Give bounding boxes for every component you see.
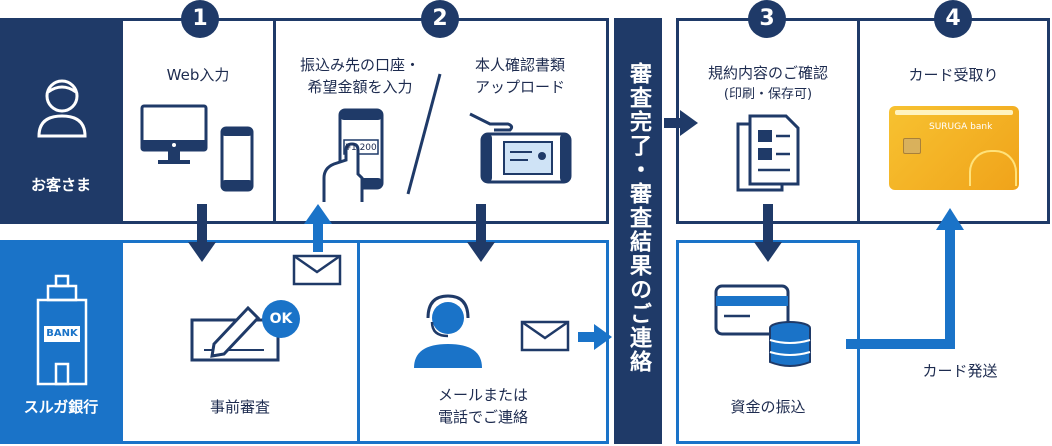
- step2a-label-line1: 振込み先の口座・: [299, 56, 420, 74]
- credit-card-image: SURUGA bank: [889, 106, 1019, 190]
- bank-row-header: BANK スルガ銀行: [0, 240, 122, 444]
- transfer-card-coins-icon: [714, 284, 811, 367]
- arrow-contact-to-divider: [578, 324, 612, 350]
- mail-icon-review: [292, 254, 342, 286]
- smartphone-icon: [220, 126, 254, 192]
- arrow-transfer-to-card: [846, 208, 964, 349]
- step2a-label-line2: 希望金額を入力: [307, 78, 413, 96]
- step4-label: カード受取り: [908, 66, 999, 84]
- step3-number: 3: [748, 0, 786, 38]
- arrow-web-to-review: [188, 204, 216, 262]
- card-brand-text: SURUGA bank: [929, 122, 993, 132]
- id-upload-tablet-icon: [469, 112, 572, 184]
- ok-badge: OK: [262, 300, 300, 338]
- person-icon: [37, 79, 87, 138]
- customer-row-header: お客さま: [0, 18, 122, 224]
- step1-label: Web入力: [166, 66, 230, 84]
- transfer-label: 資金の振込: [730, 398, 806, 416]
- customer-row-label: お客さま: [30, 176, 91, 194]
- arrow-divider-to-step3: [664, 110, 698, 136]
- review-result-divider: [614, 18, 662, 444]
- shipping-label: カード発送: [922, 362, 998, 380]
- phone-amount-text: ¥1,200: [345, 143, 377, 153]
- step3-label-line2: (印刷・保存可): [723, 87, 813, 102]
- terms-documents-icon: [736, 114, 800, 192]
- step2b-label-line1: 本人確認書類: [474, 56, 565, 74]
- desktop-monitor-icon: [140, 104, 208, 164]
- step2b-label-line2: アップロード: [474, 78, 565, 96]
- step3-label-line1: 規約内容のご確認: [707, 64, 828, 82]
- operator-headset-icon: [414, 294, 482, 368]
- phone-amount-entry-icon: [322, 108, 384, 202]
- arrow-upload-to-contact: [467, 204, 495, 262]
- step4-number: 4: [934, 0, 972, 38]
- step2-number: 2: [421, 0, 459, 38]
- bank-building-text: BANK: [46, 328, 78, 339]
- bank-building-icon: [36, 274, 88, 386]
- step1-number: 1: [181, 0, 219, 38]
- bank-row-label: スルガ銀行: [23, 398, 99, 416]
- review-label: 事前審査: [209, 398, 270, 416]
- contact-label-line1: メールまたは: [437, 386, 528, 404]
- contact-label-line2: 電話でご連絡: [437, 408, 528, 426]
- arrow-review-to-customer: [304, 204, 332, 252]
- review-result-text: 審査完了・審査結果のご連絡: [626, 62, 651, 374]
- step2-divider-slash: [406, 73, 442, 195]
- arrow-step3-to-transfer: [754, 204, 782, 262]
- mail-icon-contact: [520, 320, 570, 352]
